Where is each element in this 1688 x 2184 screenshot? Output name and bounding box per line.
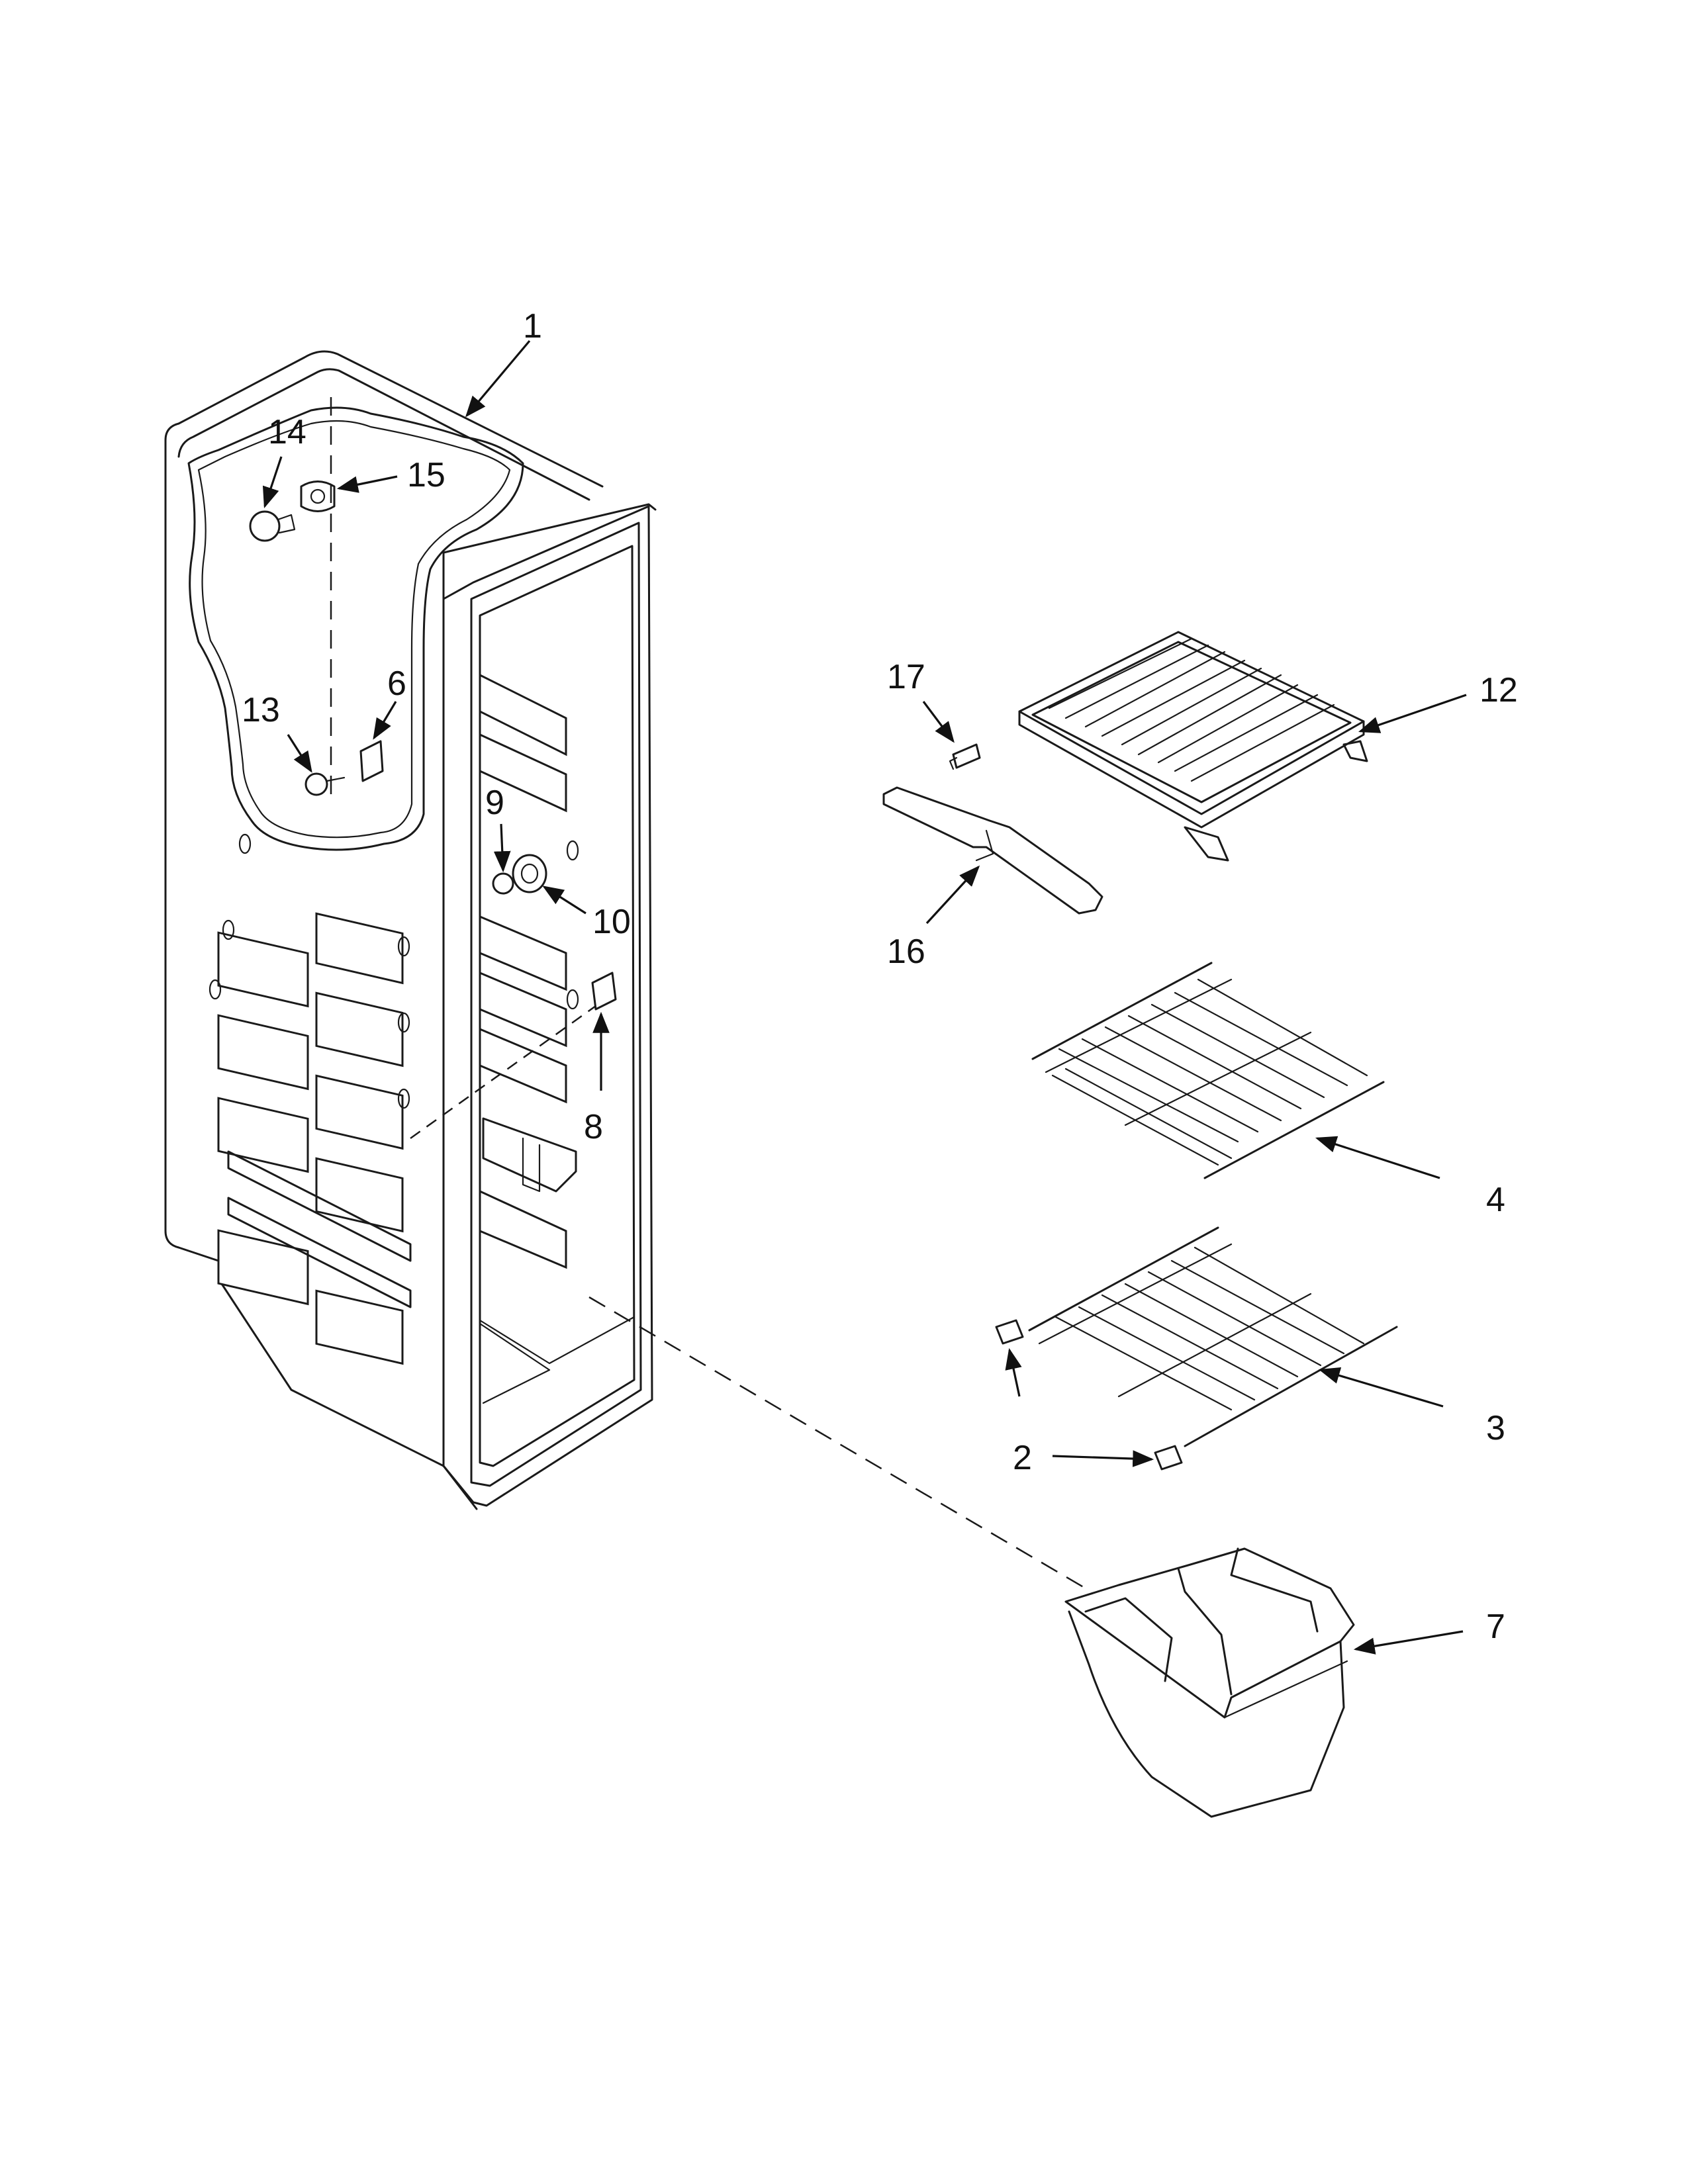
callout-label-8: 8 [584, 1108, 603, 1146]
callout-label-10: 10 [592, 903, 631, 941]
liner-cabinet [164, 350, 1086, 1590]
screw-part-13 [305, 772, 346, 796]
shelf-part-4 [1031, 962, 1385, 1179]
callout-3: 3 [1318, 1367, 1505, 1447]
callout-label-9: 9 [485, 784, 504, 822]
callout-12: 12 [1358, 671, 1518, 733]
light-bulb-part-14 [249, 510, 296, 542]
callout-7: 7 [1353, 1608, 1505, 1655]
callout-label-1: 1 [523, 307, 542, 345]
callout-2: 2 [1005, 1347, 1154, 1477]
end-cap-part-2 [995, 1319, 1183, 1471]
callout-label-12: 12 [1479, 671, 1518, 709]
callout-17: 17 [887, 658, 955, 743]
callout-6: 6 [373, 664, 406, 740]
callout-label-14: 14 [268, 413, 306, 451]
callout-13: 13 [242, 691, 312, 773]
callout-14: 14 [262, 413, 306, 509]
callout-label-7: 7 [1486, 1608, 1505, 1646]
callout-label-4: 4 [1486, 1181, 1505, 1219]
callout-10: 10 [542, 886, 631, 941]
light-socket-part-15 [300, 480, 336, 512]
callout-label-13: 13 [242, 691, 280, 729]
callout-4: 4 [1315, 1136, 1505, 1219]
callout-9: 9 [485, 784, 511, 873]
bracket-part-16 [882, 786, 1103, 915]
callout-label-6: 6 [387, 664, 406, 703]
callout-label-16: 16 [887, 933, 925, 971]
callout-label-2: 2 [1013, 1439, 1032, 1477]
callout-8: 8 [584, 1011, 610, 1146]
callout-15: 15 [336, 456, 445, 494]
switch-part-8 [591, 972, 617, 1011]
callout-label-3: 3 [1486, 1409, 1505, 1447]
screw-part-9 [492, 872, 514, 895]
shelf-part-12 [1018, 631, 1368, 862]
bin-part-7 [1064, 1547, 1355, 1818]
clip-part-6 [359, 740, 384, 782]
callout-label-17: 17 [887, 658, 925, 696]
knob-part-10 [512, 854, 547, 893]
callout-1: 1 [465, 307, 542, 418]
callout-label-15: 15 [407, 456, 445, 494]
screw-part-17 [949, 743, 981, 770]
shelf-part-3 [1028, 1226, 1398, 1447]
callout-16: 16 [887, 865, 980, 971]
